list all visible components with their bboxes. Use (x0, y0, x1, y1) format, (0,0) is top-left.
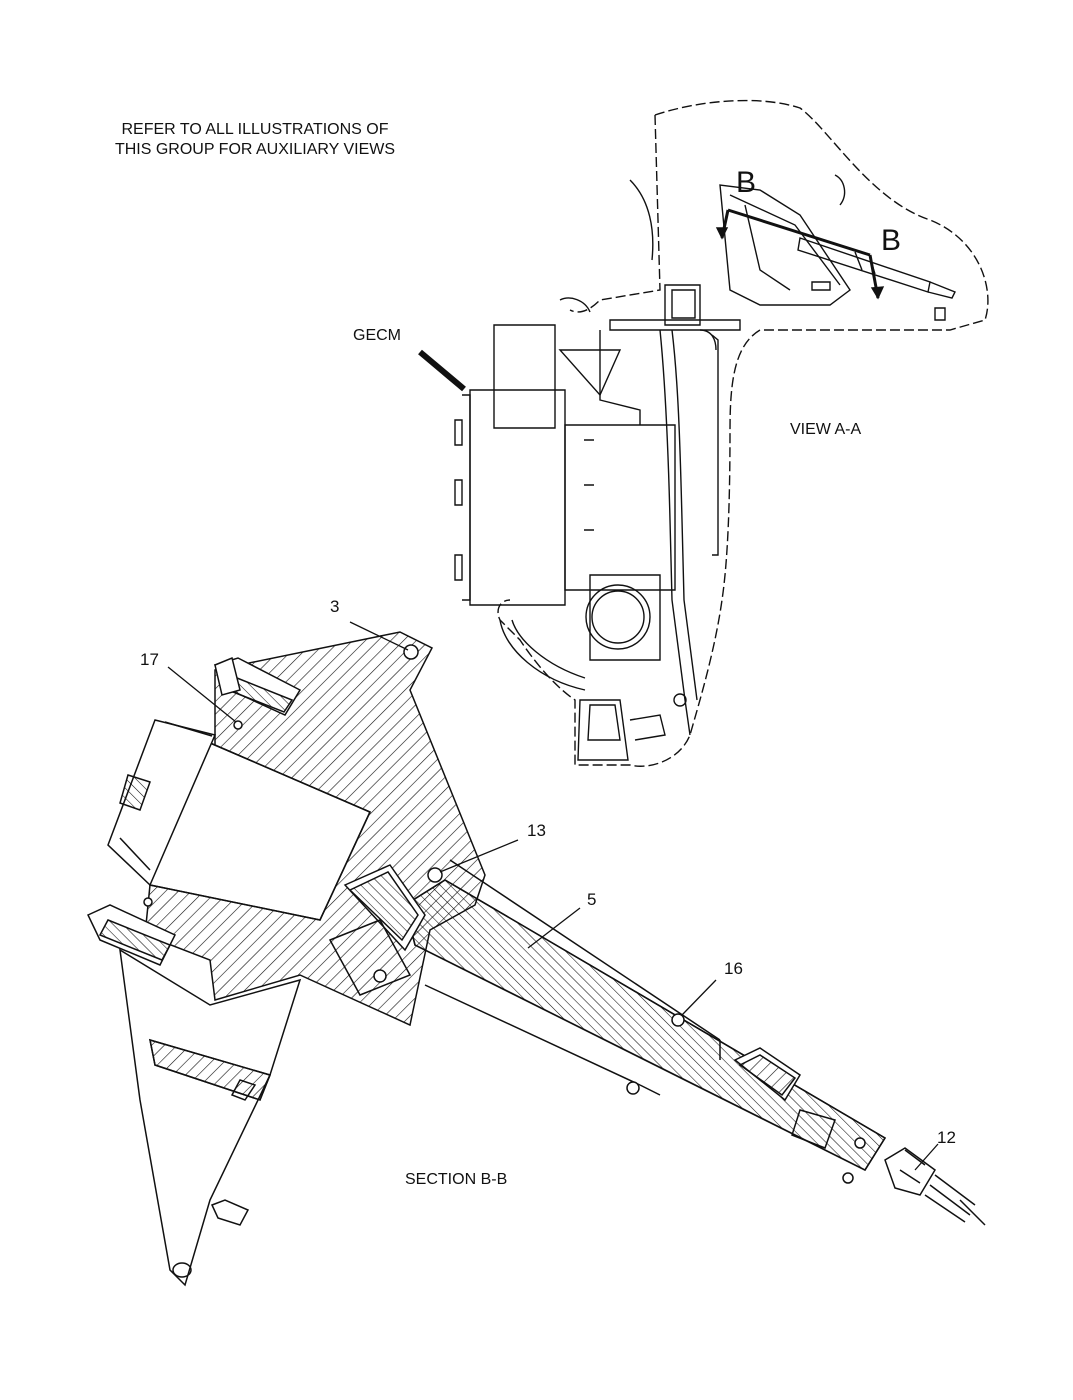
leader-lines (167, 621, 939, 1171)
section-marker-right: B (881, 224, 902, 257)
leader-13 (439, 839, 519, 873)
callout-16: 16 (724, 959, 743, 978)
section-marker-top: B (736, 166, 757, 199)
reference-note-line-1: REFER TO ALL ILLUSTRATIONS OF (121, 121, 389, 138)
leader-16 (681, 979, 717, 1016)
leader-3 (349, 621, 409, 651)
callout-12: 12 (937, 1128, 956, 1147)
leader-5 (527, 907, 581, 949)
view-aa-label: VIEW A-A (790, 421, 862, 438)
leader-12 (914, 1143, 939, 1171)
shaft (404, 879, 887, 1171)
reference-note-line-2: THIS GROUP FOR AUXILIARY VIEWS (114, 141, 396, 158)
callout-17: 17 (140, 650, 159, 669)
reference-note: REFER TO ALL ILLUSTRATIONS OF THIS GROUP… (60, 120, 450, 160)
section-bb-label: SECTION B-B (405, 1171, 508, 1188)
view-aa-outline (497, 99, 989, 767)
section-bb-drawing (86, 631, 986, 1287)
callout-5: 5 (587, 890, 597, 909)
view-aa-drawing (418, 99, 989, 767)
gecm-label: GECM (353, 327, 401, 344)
gecm-module (493, 324, 556, 429)
callout-13: 13 (527, 821, 546, 840)
callout-3: 3 (330, 597, 340, 616)
leader-17 (167, 666, 237, 723)
